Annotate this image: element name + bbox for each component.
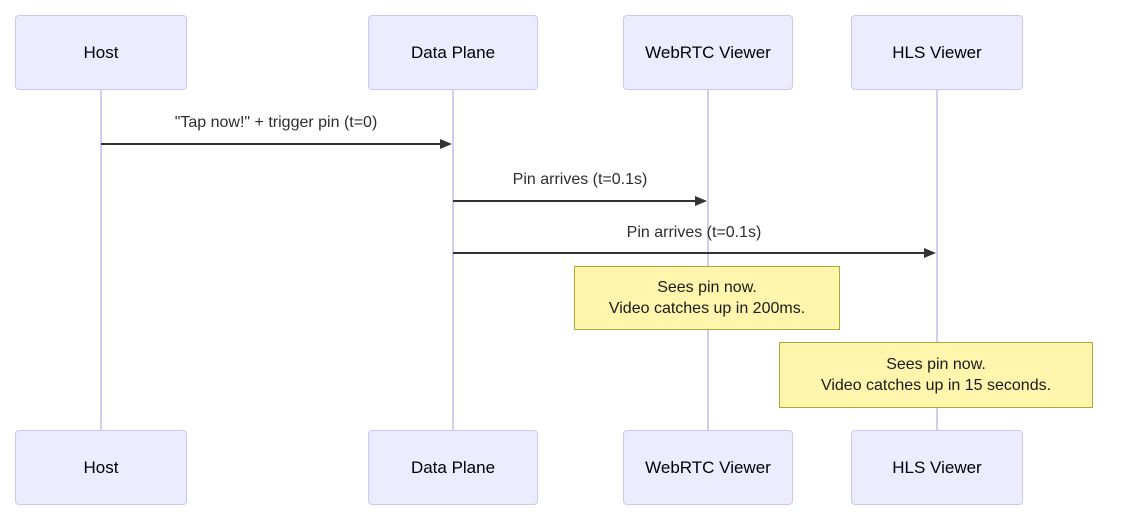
- note-webrtc-viewer: Sees pin now. Video catches up in 200ms.: [574, 266, 840, 330]
- note-line: Video catches up in 200ms.: [608, 300, 806, 317]
- message-arrow-data-plane-to-hls: [453, 252, 924, 254]
- actor-label: Host: [83, 457, 119, 477]
- actor-data-plane-bottom: Data Plane: [368, 430, 538, 505]
- actor-hls-viewer-bottom: HLS Viewer: [851, 430, 1023, 505]
- lifeline-webrtc-viewer: [707, 90, 709, 430]
- message-label-tap-now: "Tap now!" + trigger pin (t=0): [174, 114, 378, 131]
- actor-webrtc-viewer-bottom: WebRTC Viewer: [623, 430, 793, 505]
- note-hls-viewer: Sees pin now. Video catches up in 15 sec…: [779, 342, 1093, 408]
- actor-host-bottom: Host: [15, 430, 187, 505]
- message-arrow-host-to-data-plane: [101, 143, 440, 145]
- lifeline-host: [100, 90, 102, 430]
- actor-label: Data Plane: [410, 457, 496, 477]
- actor-label: WebRTC Viewer: [645, 42, 771, 62]
- arrowhead-icon: [695, 196, 707, 206]
- actor-label: WebRTC Viewer: [645, 457, 771, 477]
- lifeline-hls-viewer: [936, 90, 938, 430]
- actor-label: Data Plane: [410, 42, 496, 62]
- arrowhead-icon: [924, 248, 936, 258]
- actor-host-top: Host: [15, 15, 187, 90]
- message-arrow-data-plane-to-webrtc: [453, 200, 695, 202]
- message-label-pin-arrives-webrtc: Pin arrives (t=0.1s): [512, 171, 648, 188]
- note-line: Video catches up in 15 seconds.: [820, 377, 1052, 394]
- note-line: Sees pin now.: [657, 279, 757, 296]
- arrowhead-icon: [440, 139, 452, 149]
- actor-data-plane-top: Data Plane: [368, 15, 538, 90]
- message-label-pin-arrives-hls: Pin arrives (t=0.1s): [626, 224, 762, 241]
- actor-hls-viewer-top: HLS Viewer: [851, 15, 1023, 90]
- actor-label: HLS Viewer: [892, 457, 982, 477]
- lifeline-data-plane: [452, 90, 454, 430]
- actor-label: Host: [83, 42, 119, 62]
- actor-webrtc-viewer-top: WebRTC Viewer: [623, 15, 793, 90]
- note-line: Sees pin now.: [886, 356, 986, 373]
- actor-label: HLS Viewer: [892, 42, 982, 62]
